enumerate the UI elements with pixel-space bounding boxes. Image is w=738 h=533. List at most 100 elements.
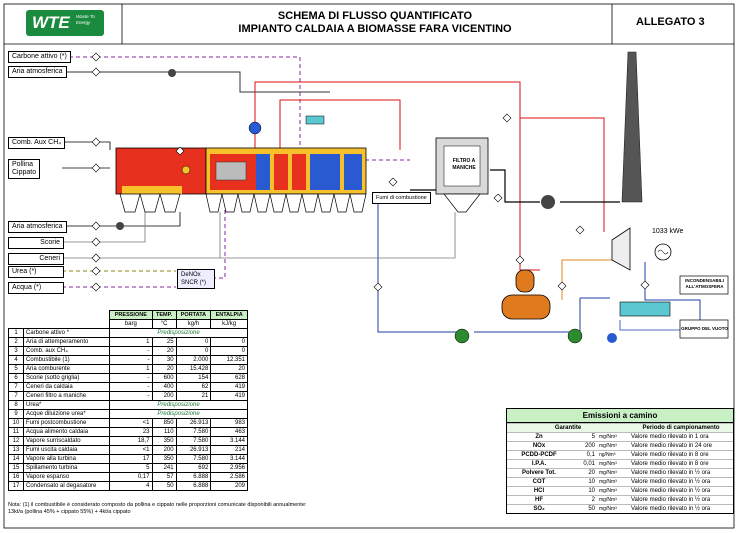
turbine — [611, 227, 631, 271]
emission-v: 2 — [571, 495, 597, 505]
pump-cond — [567, 328, 583, 344]
deaerator — [501, 294, 551, 320]
valve-box — [305, 115, 325, 125]
cell-t: 50 — [151, 481, 177, 491]
logo-subtitle: Waste To Energy — [76, 14, 95, 25]
emission-u: mg/Nm³ — [597, 441, 629, 451]
output-scorie: Scorie — [8, 237, 64, 249]
emission-per: Valore medio rilevato in ½ ora — [629, 486, 733, 496]
page-title: SCHEMA DI FLUSSO QUANTIFICATO IMPIANTO C… — [210, 10, 540, 36]
cell-p: - — [109, 346, 153, 356]
vuoto-box — [679, 319, 729, 339]
emission-per: Valore medio rilevato in 8 ore — [629, 450, 733, 460]
cell-n: 7 — [8, 391, 24, 401]
table-header-row: PRESSIONE TEMP. PORTATA ENTALPIA — [9, 310, 248, 320]
cell-h: 20 — [210, 364, 248, 374]
cell-name: Fumi uscita caldaia — [22, 445, 111, 455]
steam-branch — [519, 118, 540, 271]
cell-p: <1 — [109, 445, 153, 455]
cell-q: 692 — [175, 463, 212, 473]
cell-h: 419 — [210, 391, 248, 401]
cell-n: 12 — [8, 436, 24, 446]
note-label: Nota: — [8, 502, 22, 508]
cell-name: Vapore alla turbina — [22, 454, 111, 464]
cell-name: Acqua alimento caldaia — [22, 427, 111, 437]
pump-feed — [454, 328, 470, 344]
emission-sp: HCl — [507, 486, 571, 496]
incond-label: INCONDENSABILI ALL'ATMOSFERA — [685, 278, 724, 289]
cell-p: 18,7 — [109, 436, 153, 446]
cell-name: Vapore espanso — [22, 472, 111, 482]
emission-per: Valore medio rilevato in ½ ora — [629, 504, 733, 513]
water-line — [377, 200, 610, 333]
steam-drum — [248, 121, 262, 135]
fan-flue — [541, 195, 555, 209]
process-table: PRESSIONE TEMP. PORTATA ENTALPIA barg °C… — [8, 310, 248, 491]
emission-v: 200 — [571, 441, 597, 451]
cell-name: Carbone attivo * — [22, 328, 111, 338]
emission-sp: SO₂ — [507, 504, 571, 513]
emission-v: 0,1 — [571, 450, 597, 460]
table-units-row: barg °C kg/h kJ/kg — [9, 319, 248, 329]
cell-n: 16 — [8, 472, 24, 482]
cell-h: 3.144 — [210, 454, 248, 464]
cell-t: 241 — [151, 463, 177, 473]
cell-p: 17 — [109, 454, 153, 464]
cell-n: 4 — [8, 355, 24, 365]
emission-sp: Zn — [507, 432, 571, 442]
cell-n: 14 — [8, 454, 24, 464]
cell-q: 7.580 — [175, 454, 212, 464]
emission-sp: Polvere Tot. — [507, 468, 571, 478]
input-urea: Urea (*) — [8, 266, 64, 278]
cell-h: 463 — [210, 427, 248, 437]
cell-t: 57 — [151, 472, 177, 482]
cell-p: 0,17 — [109, 472, 153, 482]
emission-u: mg/Nm³ — [597, 486, 629, 496]
title-line-1: SCHEMA DI FLUSSO QUANTIFICATO — [277, 10, 473, 22]
input-acqua: Acqua (*) — [8, 282, 64, 294]
cell-name: Aria comburente — [22, 364, 111, 374]
cell-name: Fumi postcombustione — [22, 418, 111, 428]
cell-n: 7 — [8, 382, 24, 392]
header-entalpia: ENTALPIA — [210, 310, 248, 320]
cell-q: 62 — [175, 382, 212, 392]
cell-n: 10 — [8, 418, 24, 428]
emission-per: Valore medio rilevato in ½ ora — [629, 468, 733, 478]
cell-name: Vapore surriscaldato — [22, 436, 111, 446]
comb-line — [62, 141, 111, 150]
emission-v: 5 — [571, 432, 597, 442]
pollina-label: Pollina — [12, 161, 34, 168]
cell-h: 628 — [210, 373, 248, 383]
cell-t: 200 — [151, 391, 177, 401]
cell-pred: Predisposizione — [109, 400, 248, 410]
table-note: Nota: (1) il combustibile è considerato … — [8, 502, 308, 516]
cell-n: 11 — [8, 427, 24, 437]
cell-p: <1 — [109, 418, 153, 428]
cell-q: 15.428 — [175, 364, 212, 374]
cell-t: 350 — [151, 454, 177, 464]
cell-name: Urea* — [22, 400, 111, 410]
logo: WTE Waste To Energy — [26, 10, 104, 36]
cell-n: 8 — [8, 400, 24, 410]
burner — [181, 165, 191, 175]
cell-p: - — [109, 355, 153, 365]
filter-label: FILTRO A MANICHE — [452, 158, 476, 171]
emissions-col-garantite: Garantite — [507, 423, 629, 433]
power-label: 1033 kWe — [652, 228, 684, 235]
cell-q: 0 — [175, 346, 212, 356]
cell-name: Scorie (sotto griglia) — [22, 373, 111, 383]
input-aria-bottom: Aria atmosferica — [8, 221, 67, 233]
header-pressione: PRESSIONE — [109, 310, 153, 320]
